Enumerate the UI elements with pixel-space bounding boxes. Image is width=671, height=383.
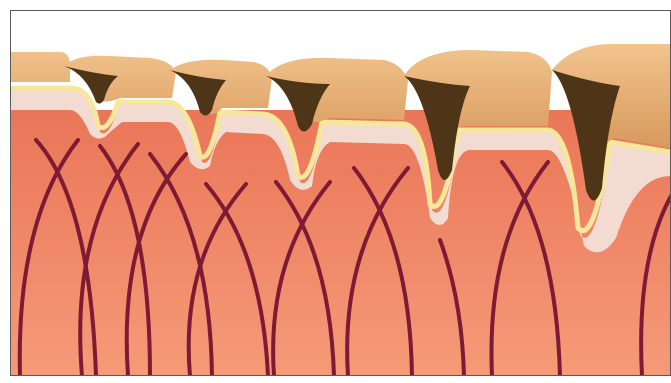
dermis-layer: [10, 110, 671, 376]
